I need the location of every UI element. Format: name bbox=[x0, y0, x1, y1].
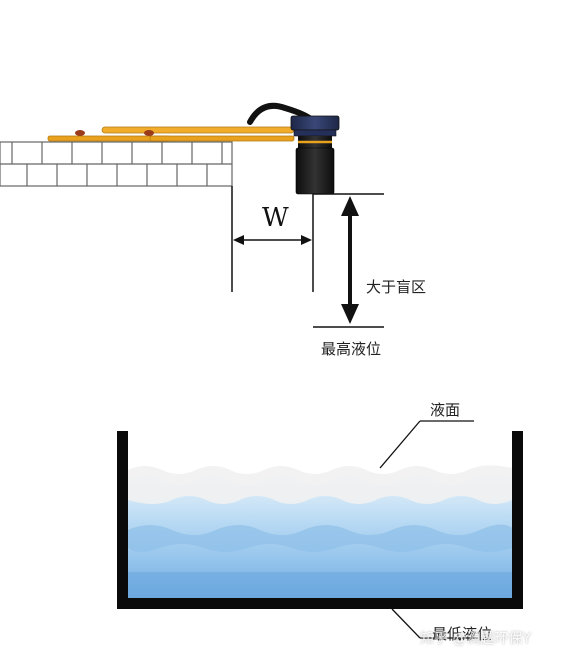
blind-zone-label: 大于盲区 bbox=[366, 278, 427, 296]
lowest-level-leader bbox=[391, 608, 478, 639]
blind-zone-arrow bbox=[341, 196, 359, 324]
ultrasonic-sensor bbox=[290, 115, 340, 195]
liquid-surface-label: 液面 bbox=[430, 401, 461, 419]
width-label: W bbox=[262, 203, 289, 233]
mounting-bracket bbox=[47, 102, 315, 142]
liquid-surface-leader bbox=[379, 420, 474, 469]
brick-wall bbox=[0, 141, 233, 187]
watermark: 知乎 @澜越环保Y bbox=[420, 631, 532, 647]
foam-band bbox=[128, 465, 512, 504]
highest-level-label: 最高液位 bbox=[321, 340, 382, 358]
tank bbox=[117, 431, 523, 609]
lowest-level-label: 最低液位 bbox=[432, 625, 493, 643]
width-dimension-arrow bbox=[233, 235, 312, 245]
